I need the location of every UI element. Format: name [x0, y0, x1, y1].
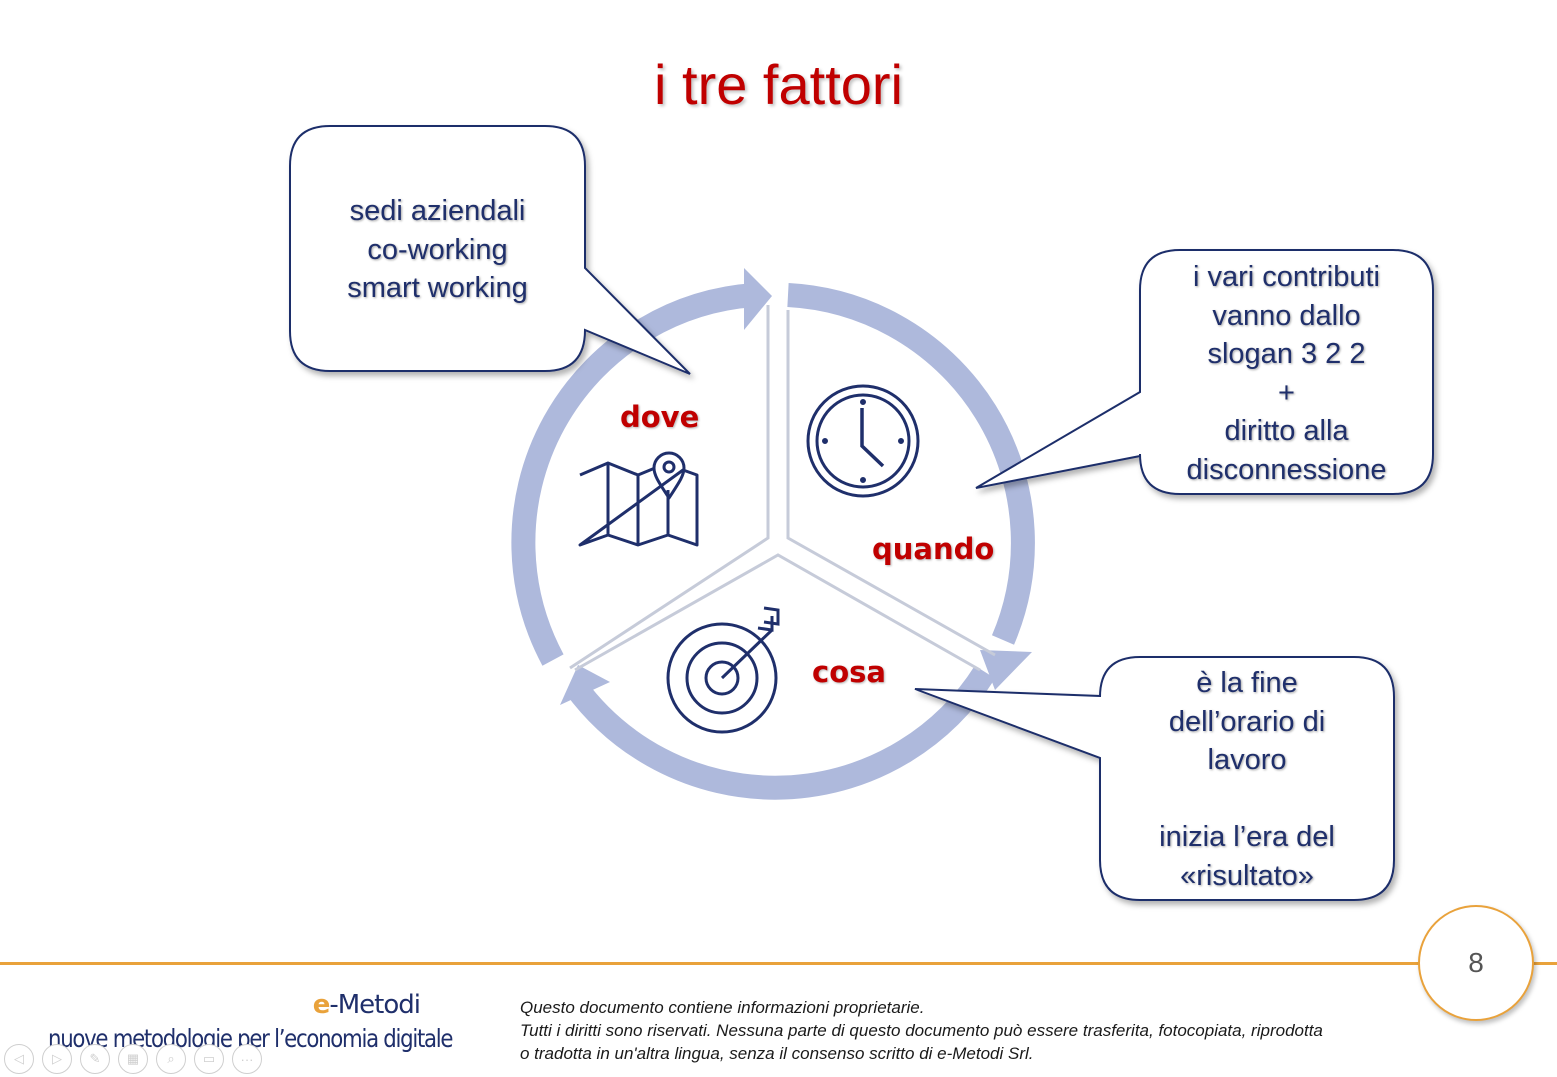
footer-disclaimer: Questo documento contiene informazioni p…	[520, 996, 1420, 1065]
pen-tool-button[interactable]: ✎	[80, 1044, 110, 1074]
arrowhead-right	[980, 650, 1032, 690]
more-options-button[interactable]: ···	[232, 1044, 262, 1074]
callout-text-dove: sedi aziendali co-working smart working	[347, 195, 528, 304]
arrowhead-left	[560, 665, 610, 705]
callout-dove	[289, 125, 691, 375]
cycle-ring	[511, 283, 1035, 800]
brand-logo-name: -Metodi	[329, 990, 421, 1020]
ring-arc-cosa	[565, 665, 996, 800]
zoom-button[interactable]: ⌕	[156, 1044, 186, 1074]
target-icon	[666, 606, 780, 734]
callout-text-cosa: è la fine dell’orario di lavoro inizia l…	[1159, 667, 1335, 892]
subtitles-button[interactable]: ▭	[194, 1044, 224, 1074]
footer-divider	[0, 962, 1557, 965]
disclaimer-line-3: o tradotta in un'altra lingua, senza il …	[520, 1044, 1034, 1063]
ring-arc-quando	[787, 283, 1035, 645]
brand-logo-e: e	[312, 990, 331, 1020]
slide-title: i tre fattori	[654, 53, 903, 116]
callout-cosa	[914, 656, 1395, 901]
disclaimer-line-1: Questo documento contiene informazioni p…	[520, 998, 925, 1017]
see-all-slides-button[interactable]: ▦	[118, 1044, 148, 1074]
ring-arc-dove	[511, 283, 756, 666]
presentation-toolbar: ◁ ▷ ✎ ▦ ⌕ ▭ ···	[4, 1044, 262, 1074]
cycle-arrowheads	[560, 268, 1032, 705]
brand-logo: e-Metodi	[300, 990, 421, 1020]
segment-label-cosa: cosa	[812, 655, 886, 689]
segment-dividers	[569, 305, 996, 672]
segment-label-quando: quando	[872, 532, 995, 566]
callout-text-quando: i vari contributi vanno dallo slogan 3 2…	[1186, 261, 1387, 486]
divider-quando	[786, 310, 996, 657]
divider-dove	[569, 305, 770, 670]
previous-slide-button[interactable]: ◁	[4, 1044, 34, 1074]
map-pin-icon	[578, 451, 699, 547]
next-slide-button[interactable]: ▷	[42, 1044, 72, 1074]
segment-label-dove: dove	[620, 400, 700, 434]
disclaimer-line-2: Tutti i diritti sono riservati. Nessuna …	[520, 1021, 1323, 1040]
divider-cosa	[574, 553, 981, 672]
page-number: 8	[1418, 905, 1534, 1021]
arrowhead-top	[744, 268, 772, 330]
callout-quando	[975, 249, 1434, 495]
clock-icon	[806, 384, 920, 498]
